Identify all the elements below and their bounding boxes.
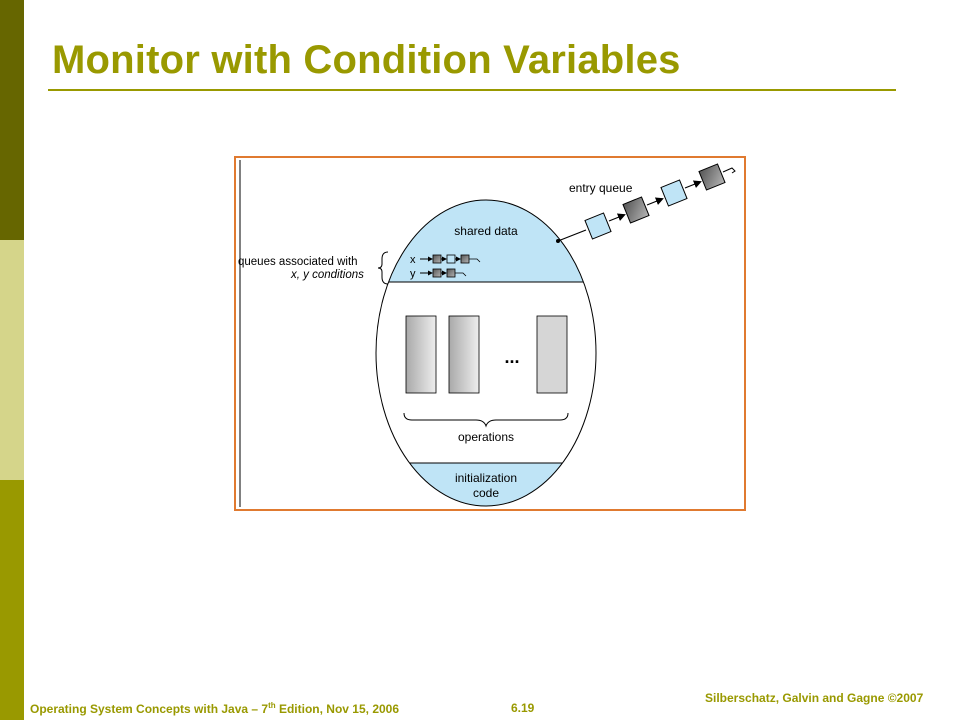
title-underline (48, 89, 896, 91)
footer-book-title-sup: th (268, 701, 276, 710)
footer-book-title-suffix: Edition, Nov 15, 2006 (275, 702, 400, 716)
init-label-line2: code (473, 486, 499, 500)
operations-ellipsis: ... (504, 347, 519, 367)
footer-book-title: Operating System Concepts with Java – 7t… (30, 701, 399, 716)
queues-brace (377, 251, 389, 285)
x-condition-queue (420, 254, 481, 264)
shared-data-label: shared data (454, 224, 518, 238)
monitor-diagram-frame: shared data queues associated with x, y … (234, 156, 746, 511)
y-queue-label: y (410, 268, 416, 280)
footer-book-title-prefix: Operating System Concepts with Java – 7 (30, 702, 269, 716)
operation-box-3 (536, 315, 568, 394)
queues-label-line1: queues associated with (238, 256, 358, 268)
operation-box-2 (448, 315, 480, 394)
operation-box-1 (405, 315, 437, 394)
entry-queue-label: entry queue (569, 181, 633, 195)
x-queue-label: x (410, 254, 416, 266)
footer-authors: Silberschatz, Galvin and Gagne ©2007 (705, 691, 924, 705)
accent-bar-middle (0, 240, 24, 480)
slide-title: Monitor with Condition Variables (52, 38, 681, 82)
operations-brace (403, 412, 569, 428)
accent-bar-top (0, 0, 24, 240)
entry-queue (556, 163, 736, 243)
queues-label-line2: x, y conditions (290, 269, 364, 281)
y-condition-queue (420, 268, 467, 278)
monitor-diagram: shared data queues associated with x, y … (238, 160, 736, 507)
slide-number: 6.19 (511, 701, 535, 715)
operations-label: operations (458, 430, 514, 444)
monitor-outline (375, 199, 597, 507)
init-label-line1: initialization (455, 471, 517, 485)
accent-bar-bottom (0, 480, 24, 720)
